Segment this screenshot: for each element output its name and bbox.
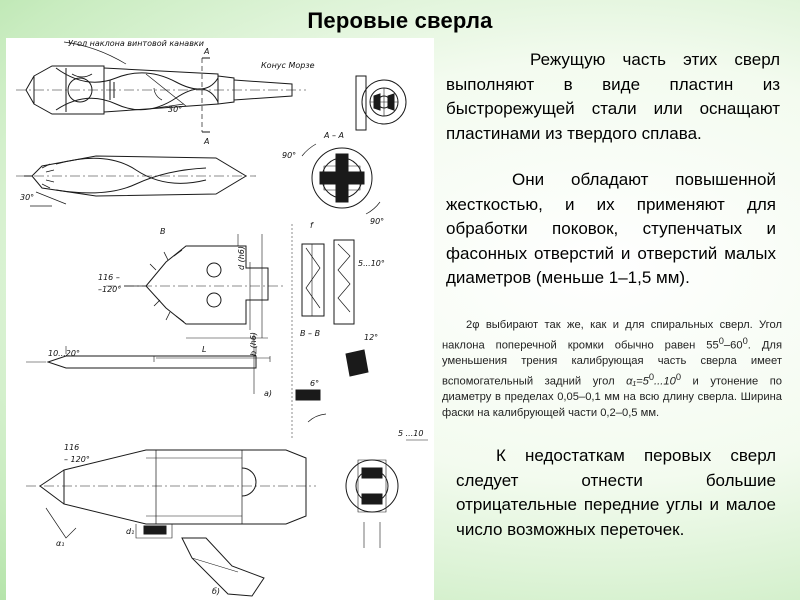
note-line-4: и утонение по диаметру в пределах 0,05–0… bbox=[442, 375, 783, 419]
label-dim-d: d (h6) bbox=[237, 246, 246, 270]
paragraph-second: Они обладают повышенной жесткостью, и их… bbox=[446, 168, 776, 291]
label-helix-angle: Угол наклона винтовой канавки bbox=[68, 39, 204, 48]
label-mark-B: B bbox=[160, 227, 166, 236]
note-line-2c: . bbox=[747, 339, 751, 352]
note-line-2: Угол наклона поперечной кромки обычно ра… bbox=[442, 319, 782, 352]
drill-end-view-circle-b bbox=[345, 439, 428, 548]
label-section-bb: B – B bbox=[300, 329, 320, 338]
label-angle-12: 12° bbox=[364, 333, 378, 342]
label-mark-d1: d₁ bbox=[126, 527, 134, 536]
slide-title: Перовые сверла bbox=[307, 8, 493, 33]
note-line-3: Для уменьшения трения калибрующая часть … bbox=[442, 339, 783, 388]
label-angle-10-20: 10...20° bbox=[48, 349, 80, 358]
label-section-aa: A – A bbox=[323, 131, 344, 140]
label-dim-L: L bbox=[202, 345, 206, 354]
spade-drill-drawing: Угол наклона винтовой канавки Конус Морз… bbox=[16, 39, 428, 597]
label-angle-6: 6° bbox=[310, 379, 319, 388]
paragraph-second-text: Они обладают повышенной жесткостью, и их… bbox=[446, 170, 776, 287]
label-angle-120-b: – 120° bbox=[64, 455, 90, 464]
label-morse-taper: Конус Морзе bbox=[261, 61, 315, 70]
label-mark-a: а) bbox=[264, 389, 272, 398]
note-sup-3: 0 bbox=[648, 371, 655, 382]
label-angle-90-a: 90° bbox=[282, 151, 296, 160]
label-dim-f: f bbox=[310, 221, 314, 230]
note-sup-4: 0 bbox=[675, 371, 682, 382]
paragraph-last-text: К недостаткам перовых сверл следует отне… bbox=[456, 446, 776, 539]
label-angle-90-b: 90° bbox=[370, 217, 384, 226]
label-angle-116-b: 116 bbox=[64, 443, 79, 452]
label-section-a-top: A bbox=[203, 47, 209, 56]
section-b-b-view bbox=[295, 239, 369, 423]
drill-end-view-circle bbox=[355, 75, 407, 131]
label-angle-30-a: 30° bbox=[168, 105, 182, 114]
drill-2-view bbox=[16, 155, 256, 207]
note-sup-1: 0 bbox=[718, 335, 724, 346]
paragraph-last: К недостаткам перовых сверл следует отне… bbox=[456, 444, 776, 542]
spade-insert-profile bbox=[26, 346, 257, 369]
label-section-a-bottom: A bbox=[203, 137, 209, 146]
label-dim-b: b (h6) bbox=[249, 332, 258, 356]
label-mark-alpha1: α₁ bbox=[56, 539, 64, 548]
note-sup-2: 0 bbox=[742, 335, 748, 346]
note-line-2b: –60 bbox=[723, 339, 743, 352]
note-lead: 2φ выбирают так же, как и для спиральных… bbox=[466, 319, 753, 331]
label-angle-116: 116 – bbox=[98, 273, 120, 282]
note-alpha-b: ...10 bbox=[654, 375, 676, 388]
drill-view-b bbox=[26, 449, 316, 597]
label-angle-30-b: 30° bbox=[20, 193, 34, 202]
spade-insert-view-a bbox=[106, 234, 286, 394]
section-a-a-view bbox=[301, 143, 381, 215]
label-mark-b: б) bbox=[212, 587, 220, 596]
drill-1-helical-view bbox=[16, 41, 306, 133]
note-alpha: α₁=5 bbox=[626, 375, 649, 388]
paragraph-main: Режущую часть этих сверл выполняют в вид… bbox=[446, 48, 780, 146]
label-angle-5-10-b: 5 ...10 bbox=[398, 429, 423, 438]
technical-drawing-panel: Угол наклона винтовой канавки Конус Морз… bbox=[6, 38, 434, 600]
label-angle-5-10: 5...10° bbox=[358, 259, 385, 268]
note-paragraph: 2φ выбирают так же, как и для спиральных… bbox=[442, 318, 782, 422]
label-angle-120: –120° bbox=[98, 285, 121, 294]
paragraph-main-text: Режущую часть этих сверл выполняют в вид… bbox=[446, 50, 780, 143]
